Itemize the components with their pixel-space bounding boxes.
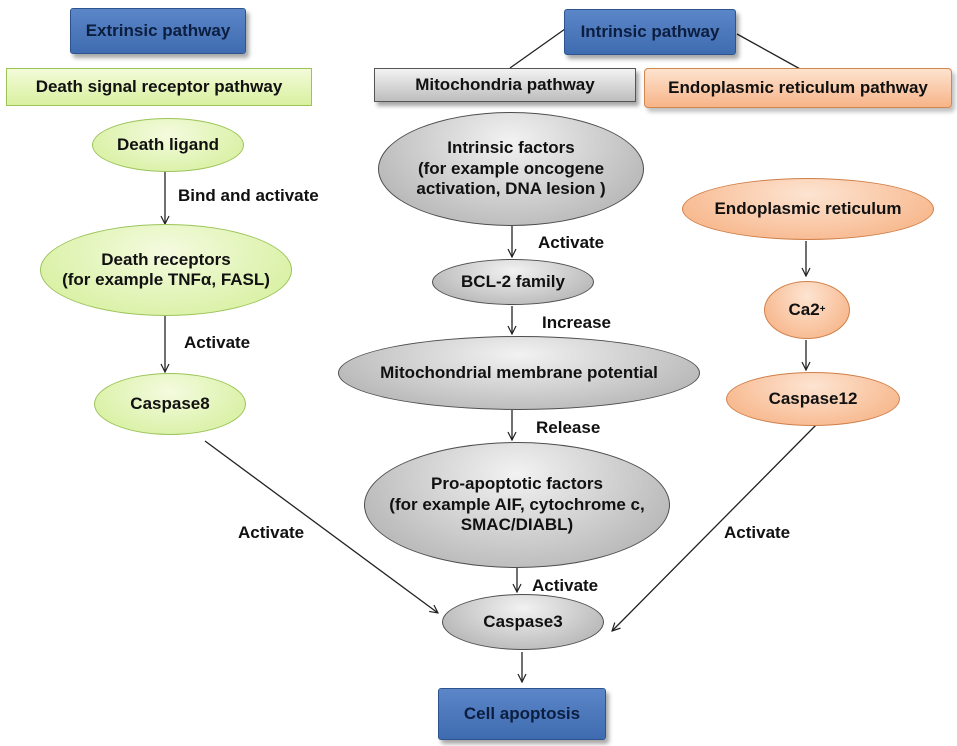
label-activate-receptors: Activate (184, 333, 251, 352)
intrinsic-factors-node: Intrinsic factors (for example oncogene … (378, 112, 644, 226)
label-activate-caspase8: Activate (238, 523, 305, 542)
death-signal-receptor-pathway-box: Death signal receptor pathway (6, 68, 312, 106)
label-increase: Increase (542, 313, 611, 332)
death-receptors-example: (for example TNFα, FASL) (62, 270, 270, 289)
caspase12-node: Caspase12 (726, 372, 900, 426)
branch-line-left (509, 28, 566, 69)
arrow-caspase12-to-caspase3 (612, 422, 819, 631)
bcl2-family-node: BCL-2 family (432, 259, 594, 305)
label-activate-intrinsic: Activate (538, 233, 605, 252)
branch-line-right (736, 33, 803, 71)
endoplasmic-reticulum-node: Endoplasmic reticulum (682, 178, 934, 240)
intrinsic-factors-example-2: activation, DNA lesion ) (416, 179, 606, 199)
label-bind-and-activate: Bind and activate (178, 186, 319, 205)
label-activate-pro-apoptotic: Activate (532, 576, 599, 595)
pro-apoptotic-title: Pro-apoptotic factors (431, 474, 603, 494)
intrinsic-pathway-header: Intrinsic pathway (564, 9, 736, 55)
label-activate-caspase12: Activate (724, 523, 791, 542)
endoplasmic-reticulum-pathway-box: Endoplasmic reticulum pathway (644, 68, 952, 108)
calcium-ion-node: Ca2+ (764, 281, 850, 339)
death-ligand-node: Death ligand (92, 118, 244, 172)
mitochondrial-membrane-potential-node: Mitochondrial membrane potential (338, 336, 700, 410)
death-receptors-node: Death receptors (for example TNFα, FASL) (40, 224, 292, 316)
extrinsic-pathway-header: Extrinsic pathway (70, 8, 246, 54)
caspase3-node: Caspase3 (442, 594, 604, 650)
death-receptors-title: Death receptors (101, 249, 231, 269)
pro-apoptotic-factors-node: Pro-apoptotic factors (for example AIF, … (364, 442, 670, 568)
label-release: Release (536, 418, 601, 437)
pro-apoptotic-example-1: (for example AIF, cytochrome c, (389, 494, 645, 514)
intrinsic-factors-example-1: (for example oncogene (417, 158, 605, 178)
pro-apoptotic-example-2: SMAC/DIABL) (460, 515, 574, 535)
calcium-label: Ca2 (788, 299, 820, 319)
arrow-caspase8-to-caspase3 (204, 440, 438, 613)
cell-apoptosis-box: Cell apoptosis (438, 688, 606, 740)
intrinsic-factors-title: Intrinsic factors (447, 138, 575, 158)
caspase8-node: Caspase8 (94, 373, 246, 435)
mitochondria-pathway-box: Mitochondria pathway (374, 68, 636, 102)
